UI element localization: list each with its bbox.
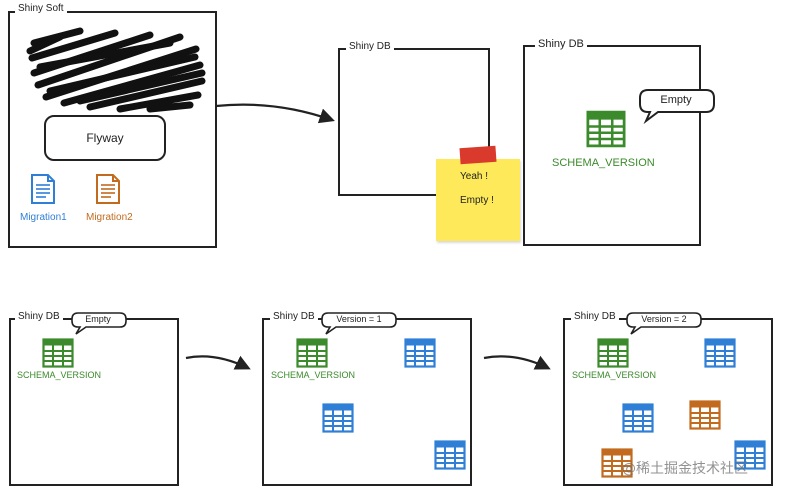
migration-table-icon (622, 403, 654, 433)
migration1-label: Migration1 (20, 212, 67, 223)
shiny-db-stage1-box (9, 318, 179, 486)
schema-version-table-icon (42, 338, 74, 368)
schema-version-label-stage2: SCHEMA_VERSION (271, 370, 356, 380)
speech-bubble-stage2-text: Version = 1 (336, 314, 382, 324)
speech-bubble-top (639, 89, 715, 125)
sticky-note-tape (459, 145, 497, 165)
schema-version-table-icon (296, 338, 328, 368)
shiny-db-stage1-title: Shiny DB (15, 311, 63, 322)
migration2-table-icon (689, 400, 721, 430)
sticky-note: Yeah ! Empty ! (436, 159, 520, 241)
schema-version-table-icon (586, 110, 626, 148)
shiny-db-before-title: Shiny DB (346, 41, 394, 52)
migration2-label: Migration2 (86, 212, 133, 223)
flyway-box: Flyway (44, 115, 166, 161)
schema-version-label-stage1: SCHEMA_VERSION (17, 370, 102, 380)
shiny-db-stage2-title: Shiny DB (270, 311, 318, 322)
shiny-db-after-title: Shiny DB (535, 38, 587, 50)
schema-version-label-stage3: SCHEMA_VERSION (572, 370, 657, 380)
flyway-label: Flyway (86, 131, 124, 145)
schema-version-label-top: SCHEMA_VERSION (552, 157, 655, 169)
migration-table-icon (322, 403, 354, 433)
watermark: @稀土掘金技术社区 (622, 461, 748, 477)
speech-bubble-stage1 (71, 312, 127, 335)
speech-bubble-stage3 (626, 312, 702, 335)
shiny-soft-title: Shiny Soft (15, 3, 67, 14)
migration-table-icon (404, 338, 436, 368)
shiny-db-stage3-title: Shiny DB (571, 311, 619, 322)
speech-bubble-stage2 (321, 312, 397, 335)
speech-bubble-stage1-text: Empty (85, 314, 111, 324)
speech-bubble-top-text: Empty (660, 94, 692, 106)
sticky-note-line1: Yeah ! (460, 171, 488, 182)
migration-table-icon (434, 440, 466, 470)
scribble-graphic (26, 27, 206, 113)
sticky-note-line2: Empty ! (460, 195, 494, 206)
shiny-soft-box: Flyway Migration1 Migration2 (8, 11, 217, 248)
migration-table-icon (704, 338, 736, 368)
schema-version-table-icon (597, 338, 629, 368)
speech-bubble-stage3-text: Version = 2 (641, 314, 687, 324)
